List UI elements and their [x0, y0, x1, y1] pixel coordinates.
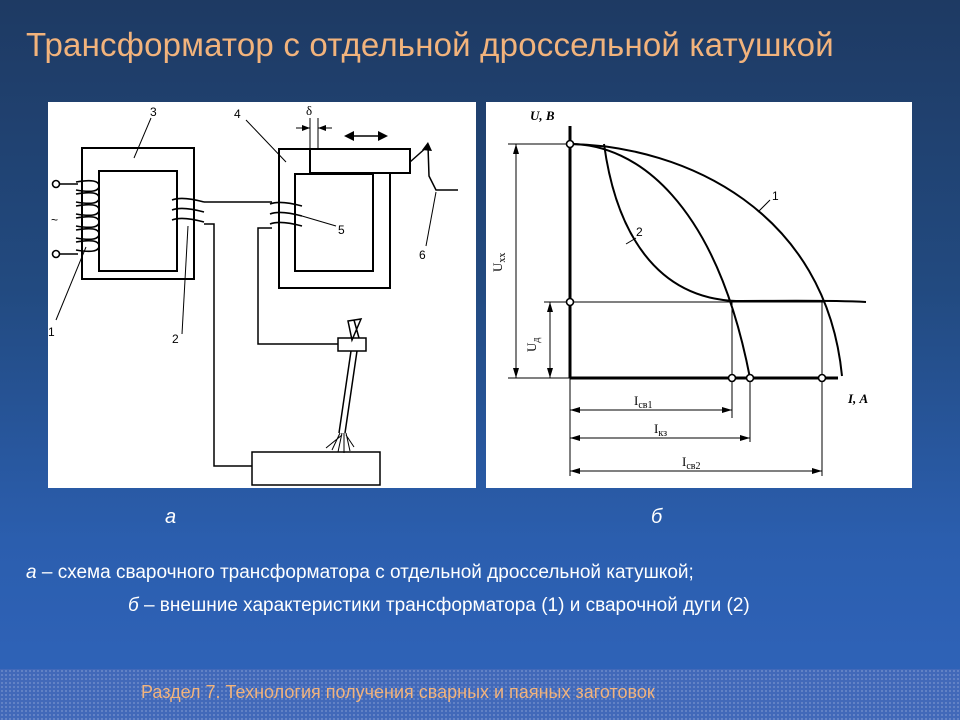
curve-1-label: 1	[772, 189, 779, 203]
leader-curve-1	[757, 199, 771, 213]
label-2: 2	[172, 332, 179, 346]
footer-bar	[0, 669, 960, 720]
u-xx-label: Uхх	[490, 253, 508, 272]
curve-2-drop	[569, 143, 751, 379]
curve-1-transformer	[569, 143, 843, 377]
motion-arrow-right	[378, 131, 388, 141]
delta-label: δ	[306, 103, 312, 118]
leader-5	[301, 215, 337, 227]
y-axis-label: U, В	[530, 108, 555, 123]
label-1: 1	[48, 325, 55, 339]
label-6: 6	[419, 248, 426, 262]
characteristics-plot: U, В I, А 1 2 Uхх Uд Iсв1 Iкз Iсв2	[490, 108, 869, 476]
adjuster-bracket	[427, 145, 458, 191]
point-isv1	[727, 373, 737, 383]
ac-tilde-label: ~	[51, 213, 58, 227]
u-d-label: Uд	[524, 338, 542, 352]
slide-title: Трансформатор с отдельной дроссельной ка…	[26, 26, 834, 63]
curve-2-label: 2	[636, 225, 643, 239]
characteristics-panel: U, В I, А 1 2 Uхх Uд Iсв1 Iкз Iсв2	[486, 102, 912, 488]
caption-line-2: б – внешние характеристики трансформатор…	[128, 595, 750, 616]
leader-3	[133, 117, 152, 159]
primary-coils	[75, 179, 100, 253]
figure-b-sublabel: б	[651, 506, 663, 528]
workpiece	[251, 451, 381, 486]
i-kz-label: Iкз	[654, 421, 667, 439]
point-isv2	[817, 373, 827, 383]
leader-curve-2	[625, 237, 637, 245]
leader-6	[425, 191, 437, 247]
transformer-schematic: ~ 1 2 3 4 5 6 δ	[48, 103, 458, 486]
i-sv1-label: Iсв1	[634, 393, 653, 411]
motion-arrow-left	[344, 131, 354, 141]
label-5: 5	[338, 223, 345, 237]
point-ud	[565, 297, 575, 307]
wire-choke-to-holder	[257, 227, 338, 345]
label-3: 3	[150, 105, 157, 119]
terminal-bottom	[51, 249, 61, 259]
leader-4	[245, 119, 287, 163]
point-uxx	[565, 139, 575, 149]
terminal-top	[51, 179, 61, 189]
caption-line-1: а – схема сварочного трансформатора с от…	[26, 562, 694, 583]
choke-armature	[309, 148, 411, 174]
footer-text: Раздел 7. Технология получения сварных и…	[141, 682, 655, 702]
x-axis-label: I, А	[847, 391, 869, 406]
point-ikz	[745, 373, 755, 383]
transformer-core-inner	[98, 170, 178, 272]
leader-1	[55, 246, 87, 321]
leader-2	[181, 225, 189, 335]
schematic-panel: ~ 1 2 3 4 5 6 δ	[48, 102, 476, 488]
adjuster-arrow-head	[422, 142, 432, 151]
label-4: 4	[234, 107, 241, 121]
arc-sparks	[325, 432, 355, 453]
choke-core-inner	[294, 173, 374, 272]
electrode	[338, 318, 363, 434]
choke-coils	[269, 201, 303, 227]
wire-secondary-to-workpiece	[204, 223, 252, 467]
figure-a-sublabel: а	[165, 506, 177, 528]
curve-2-arc	[603, 143, 867, 303]
i-sv2-label: Iсв2	[682, 454, 701, 472]
secondary-coils	[171, 197, 205, 223]
